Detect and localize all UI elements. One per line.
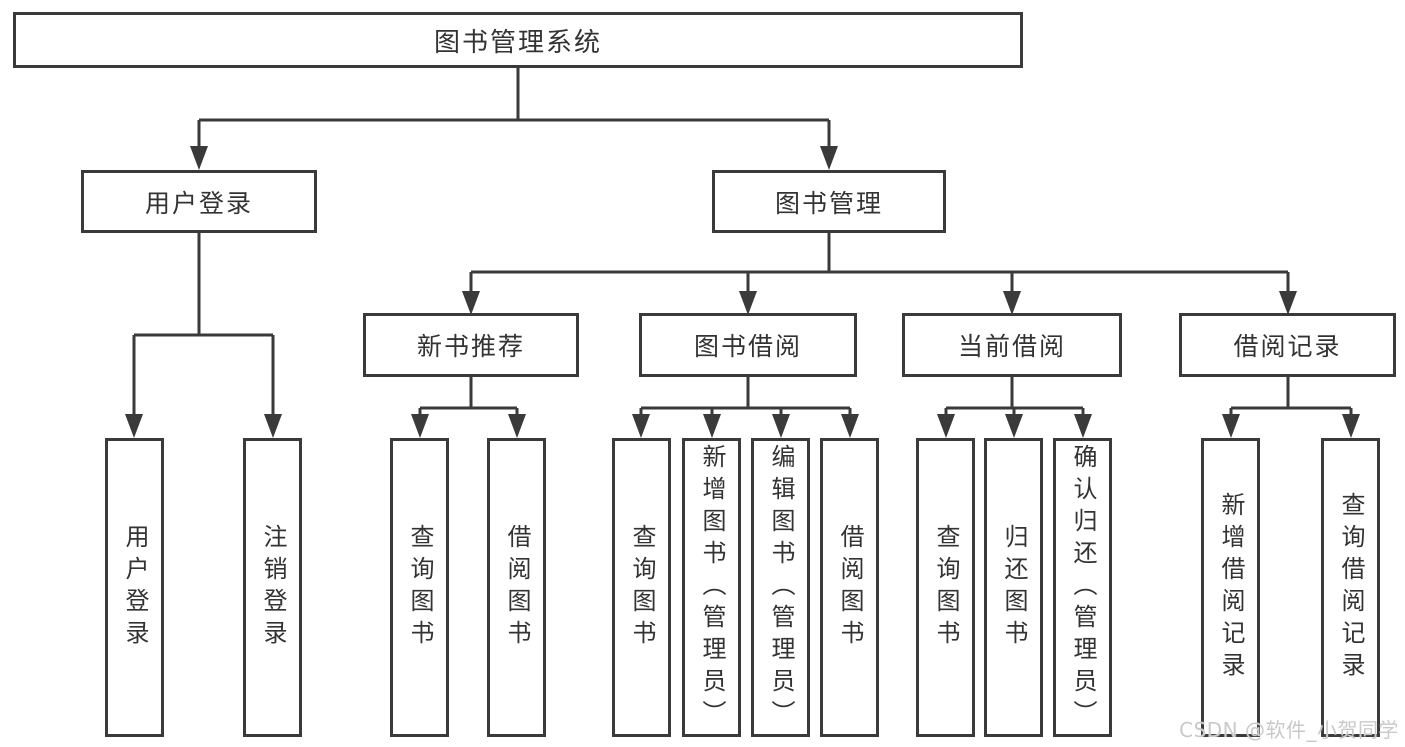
arrow-heads — [125, 146, 1360, 438]
leaf-confirm-return-admin: 确认归还（管理员） — [1053, 438, 1112, 737]
leaf-borrow-books-recommend: 借阅图书 — [487, 438, 546, 737]
node-book-management: 图书管理 — [712, 170, 946, 233]
leaf-query-borrow-record: 查询借阅记录 — [1321, 438, 1380, 737]
leaf-edit-book-admin: 编辑图书（管理员） — [751, 438, 810, 737]
node-current-borrowing: 当前借阅 — [902, 313, 1122, 377]
leaf-add-book-admin: 新增图书（管理员） — [682, 438, 741, 737]
leaf-add-borrow-record: 新增借阅记录 — [1201, 438, 1260, 737]
leaf-query-books-current: 查询图书 — [916, 438, 975, 737]
node-book-borrowing: 图书借阅 — [639, 313, 857, 377]
node-user-login: 用户登录 — [81, 170, 317, 233]
leaf-query-books-borrowing: 查询图书 — [612, 438, 671, 737]
leaf-logout: 注销登录 — [243, 438, 302, 737]
connector-shafts — [132, 68, 1353, 416]
node-borrowing-records: 借阅记录 — [1179, 313, 1396, 377]
leaf-return-book: 归还图书 — [984, 438, 1043, 737]
leaf-borrow-books: 借阅图书 — [820, 438, 879, 737]
leaf-query-books-recommend: 查询图书 — [390, 438, 449, 737]
node-new-book-recommend: 新书推荐 — [363, 313, 579, 377]
csdn-watermark: CSDN @软件_小贺同学 — [1179, 718, 1399, 742]
node-library-management-system: 图书管理系统 — [13, 12, 1023, 68]
leaf-user-login: 用户登录 — [105, 438, 164, 737]
